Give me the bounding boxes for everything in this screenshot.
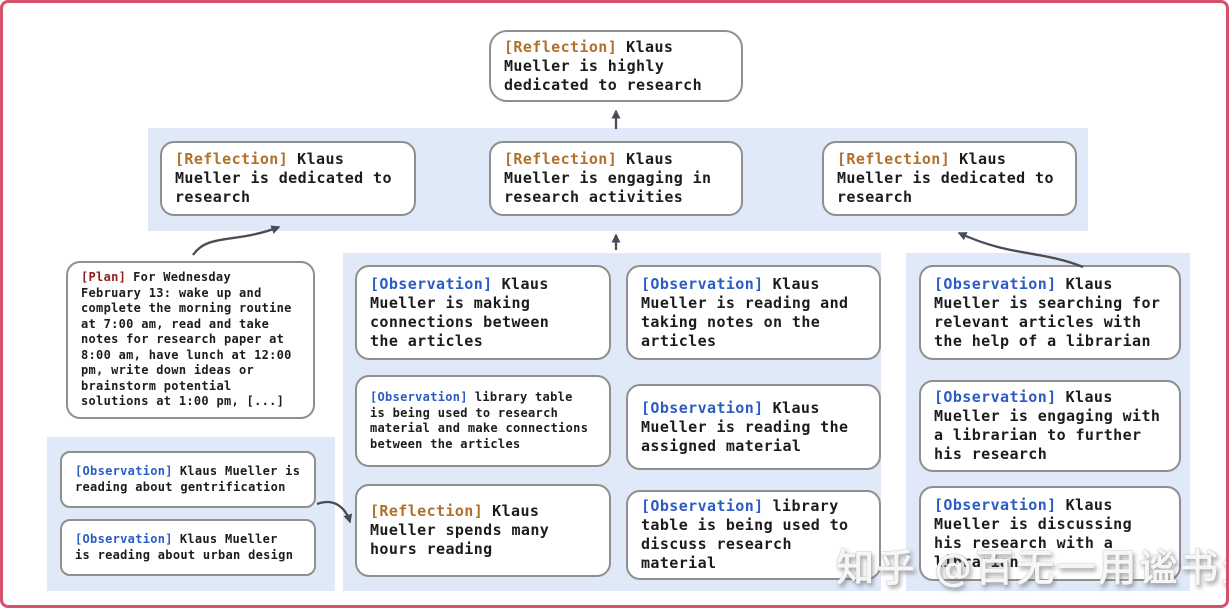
memory-text: Klaus Mueller is making connections betw… [370,274,550,350]
memory-text: Klaus Mueller is reading about urban des… [75,532,294,562]
node-obs-gentrification: [Observation]Klaus Mueller is reading ab… [60,451,316,508]
memory-text: Klaus Mueller is reading the assigned ma… [641,398,849,455]
arrow-plan-to-left-reflection [192,225,281,256]
memory-type-tag: [Observation] [934,274,1057,293]
memory-type-tag: [Observation] [75,532,173,546]
memory-text: For Wednesday February 13: wake up and c… [81,270,292,409]
node-reflection-left: [Reflection]Klaus Mueller is dedicated t… [160,141,416,216]
node-obs-urban-design: [Observation]Klaus Mueller is reading ab… [60,519,316,576]
memory-type-tag: [Plan] [81,270,127,285]
memory-type-tag: [Reflection] [504,37,618,56]
node-reflection-center: [Reflection]Klaus Mueller is engaging in… [489,141,743,216]
node-obs-searching-articles: [Observation]Klaus Mueller is searching … [919,265,1181,360]
memory-type-tag: [Observation] [641,398,764,417]
memory-type-tag: [Observation] [641,274,764,293]
memory-text: Klaus Mueller is reading about gentrific… [75,464,301,494]
memory-text: Klaus Mueller spends many hours reading [370,502,550,558]
memory-type-tag: [Reflection] [175,150,289,168]
node-root-reflection: [Reflection]Klaus Mueller is highly dedi… [489,30,743,102]
memory-type-tag: [Observation] [934,388,1057,406]
memory-type-tag: [Observation] [370,274,493,293]
node-obs-making-connections: [Observation]Klaus Mueller is making con… [355,265,611,360]
memory-text: Klaus Mueller is engaging in research ac… [504,150,712,206]
node-obs-library-table-research: [Observation]library table is being used… [355,375,611,467]
zhihu-watermark: 知乎 @百无一用谧书生 [836,546,1229,590]
memory-type-tag: [Reflection] [837,150,951,168]
memory-type-tag: [Observation] [934,495,1057,514]
node-obs-discussing-librarian: [Observation]Klaus Mueller is discussing… [919,486,1181,581]
memory-type-tag: [Reflection] [504,150,618,168]
memory-type-tag: [Reflection] [370,502,484,520]
node-obs-engaging-librarian: [Observation]Klaus Mueller is engaging w… [919,380,1181,472]
memory-text: Klaus Mueller is engaging with a librari… [934,388,1161,463]
memory-text: Klaus Mueller is dedicated to research [175,150,392,206]
node-reflection-hours-reading: [Reflection]Klaus Mueller spends many ho… [355,484,611,577]
node-obs-assigned-material: [Observation]Klaus Mueller is reading th… [626,384,881,470]
memory-type-tag: [Observation] [75,464,173,478]
node-plan: [Plan]For Wednesday February 13: wake up… [66,261,315,419]
node-reflection-right: [Reflection]Klaus Mueller is dedicated t… [822,141,1077,216]
memory-type-tag: [Observation] [370,390,468,404]
memory-text: Klaus Mueller is discussing his research… [934,495,1133,571]
memory-text: Klaus Mueller is highly dedicated to res… [504,37,703,94]
node-obs-library-table-discuss: [Observation]library table is being used… [626,490,881,580]
memory-text: library table is being used to research … [370,390,589,451]
memory-text: Klaus Mueller is dedicated to research [837,150,1054,206]
memory-text: Klaus Mueller is reading and taking note… [641,274,849,350]
memory-text: Klaus Mueller is searching for relevant … [934,274,1161,350]
memory-text: library table is being used to discuss r… [641,497,849,572]
memory-type-tag: [Observation] [641,497,764,515]
node-obs-taking-notes: [Observation]Klaus Mueller is reading an… [626,265,881,360]
